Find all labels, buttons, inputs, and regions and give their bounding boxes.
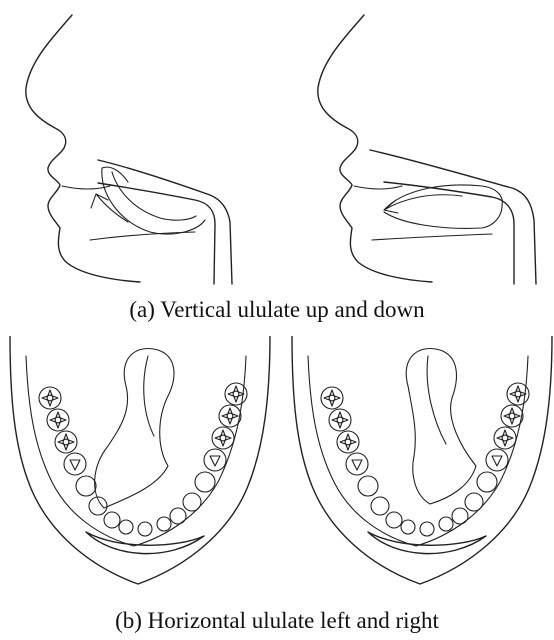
lower-jaw-right-icon xyxy=(292,336,552,584)
horizontal-ululate-panel xyxy=(0,336,554,592)
caption-vertical-ululate: (a) Vertical ululate up and down xyxy=(0,297,554,323)
lower-jaw-left-icon xyxy=(10,336,270,584)
caption-horizontal-ululate: (b) Horizontal ululate left and right xyxy=(0,608,554,634)
vertical-ululate-panel xyxy=(0,0,554,285)
face-profile-left-icon xyxy=(26,15,232,284)
face-profile-right-icon xyxy=(318,15,536,284)
